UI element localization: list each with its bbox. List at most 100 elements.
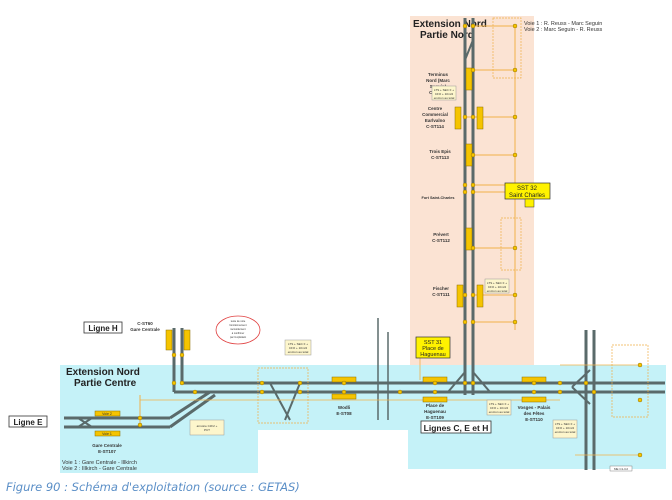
south-legend-voie1: Voie 1 : Gare Centrale - Illkirch xyxy=(62,460,137,466)
north-zone-title-1: Extension Nord xyxy=(413,19,487,30)
station-platform xyxy=(476,106,484,130)
connection-node xyxy=(470,189,476,195)
substation-sst31-place: Place de xyxy=(422,346,443,352)
connection-node xyxy=(462,380,468,386)
station-vosges: E-ST110 xyxy=(525,417,543,422)
note-box-vosges xyxy=(552,419,578,439)
station-prevert: C-ST112 xyxy=(432,238,450,243)
note-text: environ au total xyxy=(434,96,455,100)
reference-box xyxy=(609,465,633,472)
cloud-text: à confirmer xyxy=(232,332,245,335)
note-text: CFO + 10m²2 xyxy=(488,285,507,289)
station-platform xyxy=(465,67,473,91)
connection-node xyxy=(470,152,476,158)
note-text: LTS + SEC F + xyxy=(434,88,454,92)
note-box-north-1 xyxy=(431,85,457,101)
note-text: LTS + SEC F + xyxy=(288,342,308,346)
connection-node xyxy=(462,319,468,325)
station-place-haguenau: Place de xyxy=(426,403,445,408)
substation-sst32-place: Saint Charles xyxy=(509,193,545,199)
connection-node xyxy=(171,380,177,386)
centre-cluster xyxy=(257,367,309,424)
station-wodli: Wodli xyxy=(338,405,350,410)
note-cloud xyxy=(215,315,261,345)
connection-node xyxy=(531,380,537,386)
station-centre-commercial: Commercial xyxy=(422,112,448,117)
connection-node xyxy=(297,389,303,395)
connection-node xyxy=(297,380,303,386)
south-legend-voie2: Voie 2 : Illkirch - Gare Centrale xyxy=(62,466,137,472)
connection-node xyxy=(462,292,468,298)
north-cluster-1 xyxy=(492,17,522,79)
substation-sst31-name: SST 31 xyxy=(424,340,442,346)
connection-node xyxy=(432,380,438,386)
note-text: CFO + 10m²2 xyxy=(289,346,308,350)
zone-centre-white-notch xyxy=(258,430,408,480)
connection-nodes xyxy=(137,23,643,458)
cloud-text: fonctionnement xyxy=(229,324,246,327)
connection-node xyxy=(512,245,518,251)
connection-node xyxy=(462,23,468,29)
ligne-e-badge xyxy=(8,415,48,428)
connection-node xyxy=(470,380,476,386)
station-platform xyxy=(476,284,484,308)
connection-node xyxy=(259,380,265,386)
reference-label: ME C1-C2 xyxy=(614,467,628,471)
note-text: environ au total xyxy=(288,350,309,354)
note-text: LTS + SEC F + xyxy=(489,402,509,406)
station-gare-centrale-e: Gare Centrale xyxy=(92,443,122,448)
station-platform xyxy=(422,396,448,403)
station-place-haguenau: E-ST109 xyxy=(426,415,444,420)
station-place-haguenau: Haguenau xyxy=(424,409,446,414)
station-voie1-platform xyxy=(94,430,121,437)
connection-node xyxy=(470,67,476,73)
cloud-text: par l'exploitant xyxy=(230,336,246,339)
connection-node xyxy=(470,182,476,188)
station-platform xyxy=(454,106,462,130)
station-fischer: Fischer xyxy=(433,286,449,291)
haguenau-junction-a xyxy=(447,371,466,393)
north-zone-title-2: Partie Nord xyxy=(420,30,474,41)
centre-zone-title-2: Partie Centre xyxy=(74,378,137,389)
connection-node xyxy=(171,352,177,358)
e-track-ramp-1 xyxy=(169,390,211,420)
note-text: armoire CJF2 + xyxy=(197,424,218,428)
connection-node xyxy=(512,319,518,325)
connection-node xyxy=(137,422,143,428)
connection-node xyxy=(179,352,185,358)
substation-sst31-place2: Haguenau xyxy=(420,352,445,358)
note-text: environ au total xyxy=(487,289,508,293)
connection-node xyxy=(462,189,468,195)
connection-node xyxy=(397,389,403,395)
connection-node xyxy=(512,292,518,298)
note-text: CFO + 10m²2 xyxy=(435,92,454,96)
centre-zone-title-1: Extension Nord xyxy=(66,367,140,378)
connection-node xyxy=(637,452,643,458)
connection-node xyxy=(341,380,347,386)
connection-node xyxy=(637,397,643,403)
ligne-h-badge xyxy=(83,321,123,334)
station-trois-epis: C-ST113 xyxy=(431,155,449,160)
voie1-label: Voie 1 xyxy=(102,432,112,436)
right-junction-b xyxy=(571,386,591,405)
connection-node xyxy=(531,389,537,395)
station-gare-centrale-e: E-ST107 xyxy=(98,449,116,454)
station-fischer: C-ST111 xyxy=(432,292,450,297)
note-box-centre xyxy=(284,339,312,356)
note-text: CFO + 10m²2 xyxy=(556,426,575,430)
wodli-junction-b xyxy=(284,382,301,421)
station-platform xyxy=(465,227,473,251)
connection-node xyxy=(462,114,468,120)
connection-node xyxy=(512,67,518,73)
station-fort-saint-charles: Fort Saint-Charles xyxy=(422,196,455,200)
note-text: environ au total xyxy=(489,410,510,414)
connection-node xyxy=(637,362,643,368)
station-platform xyxy=(331,393,357,400)
cloud-text: texte de note xyxy=(231,320,246,323)
station-vosges: Vosges - Palais xyxy=(518,405,551,410)
substation-sst31 xyxy=(415,336,451,359)
station-centre-commercial: Centre xyxy=(428,106,443,111)
ligne-h-label: Ligne H xyxy=(88,324,118,333)
connection-node xyxy=(470,319,476,325)
